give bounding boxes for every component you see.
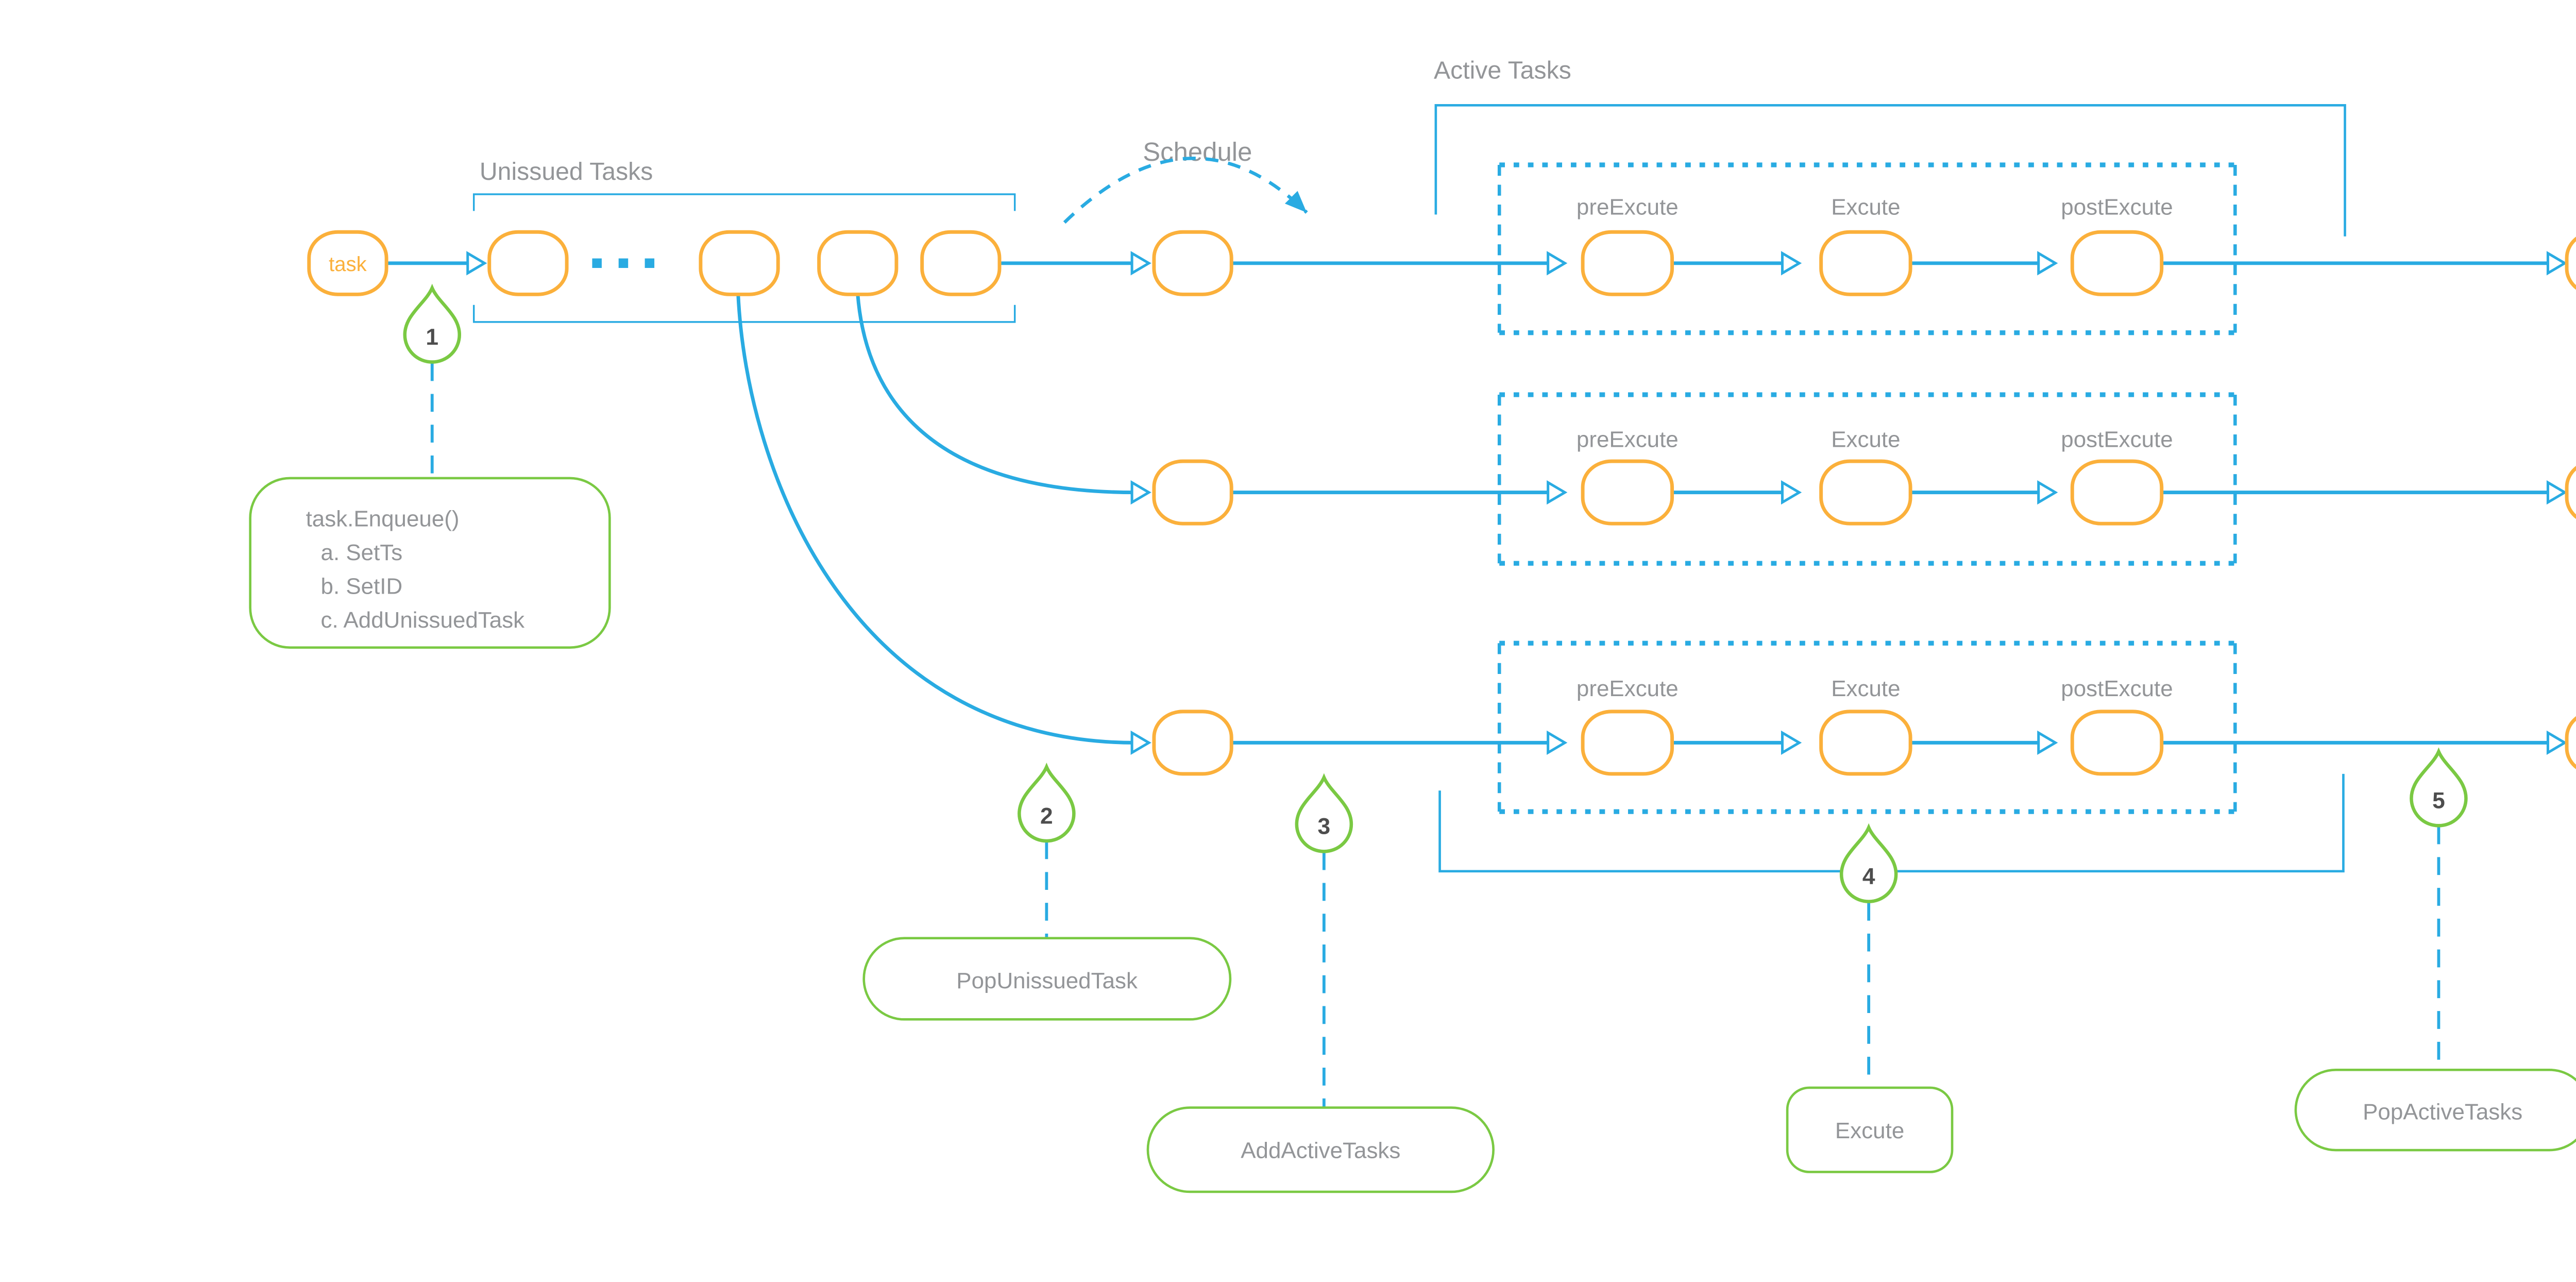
pre-excute-node-row2 (1583, 461, 1672, 524)
stage-label-pre-row3: preExcute (1577, 676, 1679, 701)
arrowhead-icon (2039, 482, 2056, 502)
arrowhead-icon (1782, 733, 1799, 753)
post-excute-node-row3 (2072, 712, 2161, 774)
arrowhead-icon (2548, 482, 2565, 502)
ellipsis-dots (592, 258, 655, 268)
annotation-excute-box (1786, 1086, 1954, 1173)
done-node-row1 (2567, 232, 2576, 294)
stage-label-exec-row3: Excute (1831, 676, 1900, 701)
arrowhead-icon (1782, 482, 1799, 502)
stage-label-exec-row1: Excute (1831, 194, 1900, 220)
excute-node-row1 (1821, 232, 1910, 294)
marker-4-number: 4 (1862, 864, 1875, 889)
curve-to-row3 (736, 294, 1135, 745)
queue-node-2 (701, 232, 778, 294)
annotation-add-active-label: AddActiveTasks (1241, 1138, 1400, 1163)
flow-lines-row3 (736, 294, 2551, 745)
stage-label-post-row2: postExcute (2061, 427, 2173, 452)
annotation-pop-active-label: PopActiveTasks (2363, 1099, 2522, 1124)
arrowhead-icon (1548, 733, 1565, 753)
scheduled-node-row3 (1154, 712, 1231, 774)
arrowhead-icon (1132, 733, 1149, 753)
arrowhead-icon (1132, 482, 1149, 502)
schedule-arc (1063, 156, 1308, 224)
scheduled-node-row2 (1154, 461, 1231, 524)
arrowhead-icon (2039, 733, 2056, 753)
arrowheads (468, 254, 2565, 753)
queue-node-3 (819, 232, 896, 294)
post-excute-node-row1 (2072, 232, 2161, 294)
marker-3: 3 (1297, 778, 1351, 1108)
done-node-row3 (2567, 712, 2576, 774)
task-node-label: task (329, 253, 367, 276)
active-tasks-label: Active Tasks (1434, 56, 1571, 84)
pipeline-box-row2 (1497, 392, 2237, 566)
marker-1-number: 1 (426, 325, 438, 350)
scheduled-node-row1 (1154, 232, 1231, 294)
marker-3-number: 3 (1318, 814, 1331, 839)
queue-node-1 (489, 232, 567, 294)
stage-label-pre-row2: preExcute (1577, 427, 1679, 452)
annotation-enqueue-item-c: c. AddUnissuedTask (321, 608, 526, 633)
annotation-add-active: AddActiveTasks (1146, 1106, 1495, 1193)
arrowhead-icon (1548, 482, 1565, 502)
queue-node-4 (922, 232, 999, 294)
annotation-pop-active: PopActiveTasks (2294, 1068, 2576, 1152)
arrowhead-icon (1132, 254, 1149, 274)
unissued-bracket-top (472, 193, 1016, 211)
active-bracket-top (1434, 104, 2346, 237)
excute-node-row2 (1821, 461, 1910, 524)
annotation-enqueue-title: task.Enqueue() (306, 507, 460, 532)
arrowhead-icon (468, 254, 485, 274)
done-node-row2 (2567, 461, 2576, 524)
stage-label-pre-row1: preExcute (1577, 194, 1679, 220)
stage-label-post-row1: postExcute (2061, 194, 2173, 220)
flow-lines-row2 (856, 294, 2551, 495)
annotation-enqueue: task.Enqueue() a. SetTs b. SetID c. AddU… (249, 477, 611, 649)
schedule-label: Schedule (1143, 137, 1252, 166)
arrowhead-icon (2548, 733, 2565, 753)
schedule-arc-arrowhead-icon (1284, 191, 1307, 213)
arrowhead-icon (2548, 254, 2565, 274)
arrowhead-icon (1548, 254, 1565, 274)
annotation-pop-unissued-label: PopUnissuedTask (956, 968, 1138, 993)
annotation-enqueue-box (249, 477, 611, 649)
pipeline-box-row3 (1497, 640, 2237, 814)
annotation-add-active-pill (1146, 1106, 1495, 1193)
marker-4: 4 (1841, 828, 1896, 1088)
unissued-bracket-bottom (472, 305, 1016, 323)
marker-2-number: 2 (1040, 803, 1053, 829)
unissued-tasks-label: Unissued Tasks (480, 158, 653, 185)
pre-excute-node-row3 (1583, 712, 1672, 774)
marker-2: 2 (1019, 767, 1074, 938)
marker-5-number: 5 (2432, 788, 2445, 814)
pre-excute-node-row1 (1583, 232, 1672, 294)
annotation-pop-unissued-pill (862, 937, 1232, 1021)
stage-label-post-row3: postExcute (2061, 676, 2173, 701)
annotation-excute: Excute (1786, 1086, 1954, 1173)
marker-1: 1 (405, 288, 460, 477)
curve-to-row2 (856, 294, 1135, 495)
annotation-pop-unissued: PopUnissuedTask (862, 937, 1232, 1021)
post-excute-node-row2 (2072, 461, 2161, 524)
annotation-enqueue-item-a: a. SetTs (321, 540, 403, 565)
arrowhead-icon (1782, 254, 1799, 274)
annotation-excute-label: Excute (1835, 1118, 1904, 1143)
annotation-pop-active-pill (2294, 1068, 2576, 1152)
excute-node-row3 (1821, 712, 1910, 774)
arrowhead-icon (2039, 254, 2056, 274)
stage-label-exec-row2: Excute (1831, 427, 1900, 452)
marker-5: 5 (2411, 752, 2466, 1070)
annotation-enqueue-item-b: b. SetID (321, 574, 403, 599)
pipeline-box-row1 (1497, 162, 2237, 335)
